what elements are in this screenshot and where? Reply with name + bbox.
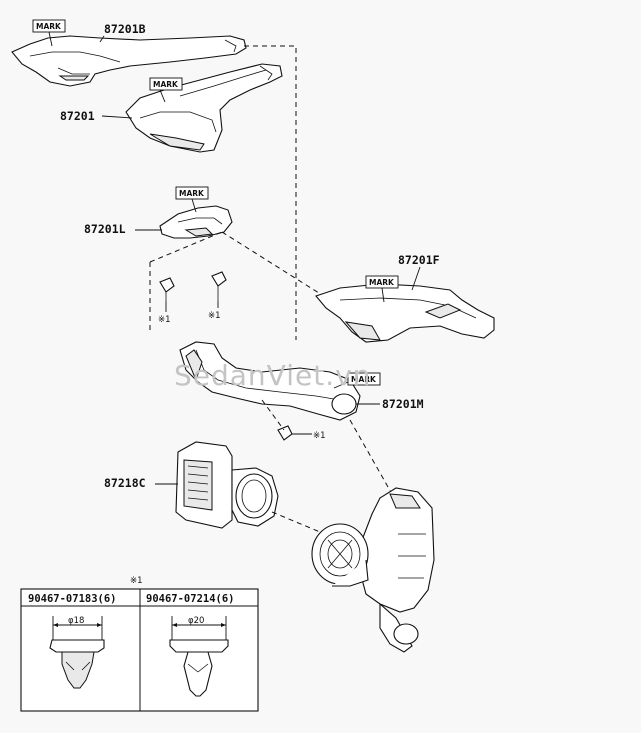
label-87201: 87201 bbox=[60, 109, 95, 123]
mark-text: MARK bbox=[153, 80, 179, 89]
box-87218C bbox=[175, 441, 279, 529]
leader-87201B bbox=[99, 35, 105, 43]
duct-87201L bbox=[159, 205, 233, 239]
dim-col1: φ18 bbox=[68, 616, 84, 626]
dashed-guide-top bbox=[244, 45, 297, 340]
clip-90467-07183-drawing: φ18 bbox=[49, 616, 105, 689]
watermark: SedanViet.vn bbox=[174, 359, 371, 392]
table-col1-header: 90467-07183(6) bbox=[28, 593, 117, 605]
clip-left bbox=[159, 277, 175, 302]
duct-87201B bbox=[11, 35, 247, 87]
duct-87201 bbox=[125, 63, 283, 153]
mark-text: MARK bbox=[369, 278, 395, 287]
fastener-table: ※1 90467-07183(6) 90467-07214(6) φ18 φ20 bbox=[20, 576, 259, 712]
clip-note-bottom: ※1 bbox=[313, 431, 326, 441]
table-col2-header: 90467-07214(6) bbox=[146, 593, 235, 605]
mark-text: MARK bbox=[179, 189, 205, 198]
label-87201L: 87201L bbox=[84, 222, 126, 236]
clip-bottom bbox=[277, 425, 312, 441]
mark-87201F: MARK bbox=[365, 275, 399, 303]
label-87201M: 87201M bbox=[382, 397, 424, 411]
mark-87201M: MARK bbox=[333, 372, 381, 389]
blower-unit bbox=[311, 487, 435, 653]
clip-note-right: ※1 bbox=[208, 311, 221, 321]
clip-note-left: ※1 bbox=[158, 315, 171, 325]
mark-text: MARK bbox=[36, 22, 62, 31]
dashed-guide-L bbox=[149, 231, 331, 330]
dim-col2: φ20 bbox=[188, 616, 204, 626]
duct-87201F bbox=[315, 283, 495, 343]
mark-87201: MARK bbox=[149, 77, 183, 103]
label-87201F: 87201F bbox=[398, 253, 440, 267]
mark-text: MARK bbox=[351, 375, 377, 384]
mark-87201B: MARK bbox=[32, 19, 66, 47]
clip-90467-07214-drawing: φ20 bbox=[169, 616, 229, 697]
label-87201B: 87201B bbox=[104, 22, 146, 36]
leader-87201 bbox=[101, 115, 133, 119]
clip-right bbox=[211, 271, 227, 302]
mark-87201L: MARK bbox=[175, 186, 209, 213]
leader-87201F bbox=[411, 266, 421, 291]
dashed-guide-M bbox=[349, 419, 393, 495]
table-note: ※1 bbox=[130, 576, 143, 586]
label-87218C: 87218C bbox=[104, 476, 146, 490]
